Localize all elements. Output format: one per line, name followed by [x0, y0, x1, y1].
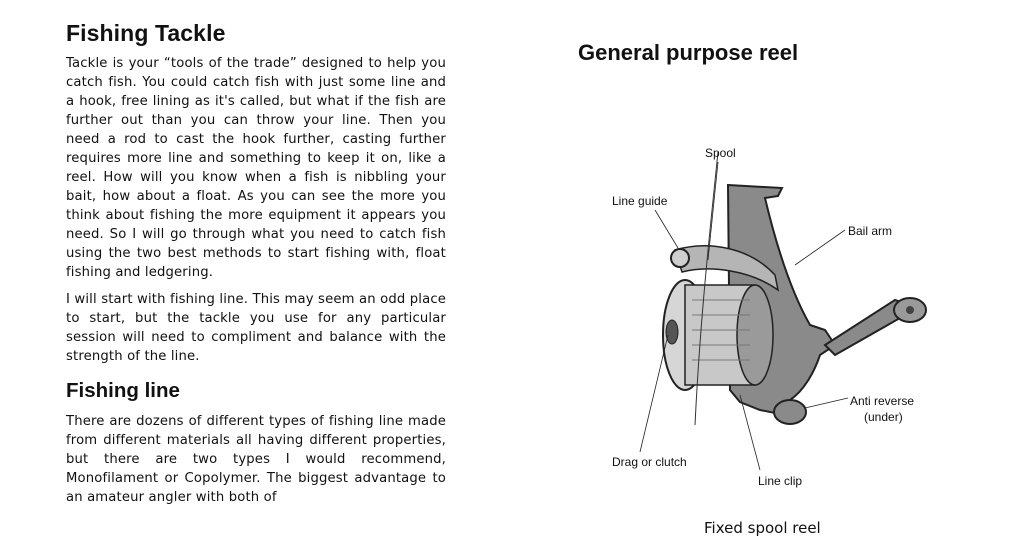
figure-caption: Fixed spool reel [704, 519, 821, 537]
label-spool: Spool [705, 146, 736, 160]
reel-section-heading: General purpose reel [578, 40, 799, 65]
fishing-line-paragraph: There are dozens of different types of f… [66, 414, 446, 505]
label-bail-arm: Bail arm [848, 224, 893, 238]
fixed-spool-reel-illustration [639, 151, 927, 471]
page-heading: Fishing Tackle [66, 20, 226, 46]
intro-paragraph: Tackle is your “tools of the trade” desi… [66, 56, 446, 280]
line-intro-paragraph: I will start with fishing line. This may… [66, 292, 446, 364]
label-line-clip: Line clip [758, 474, 803, 488]
label-anti-reverse-under: (under) [864, 410, 903, 424]
section-heading-fishing-line: Fishing line [66, 379, 180, 402]
label-line-guide: Line guide [612, 194, 668, 208]
reel-section: General purpose reel [578, 40, 998, 66]
label-drag-or-clutch: Drag or clutch [612, 455, 687, 469]
article-column: Fishing Tackle Tackle is your “tools of … [66, 20, 446, 515]
label-anti-reverse: Anti reverse [850, 394, 915, 408]
